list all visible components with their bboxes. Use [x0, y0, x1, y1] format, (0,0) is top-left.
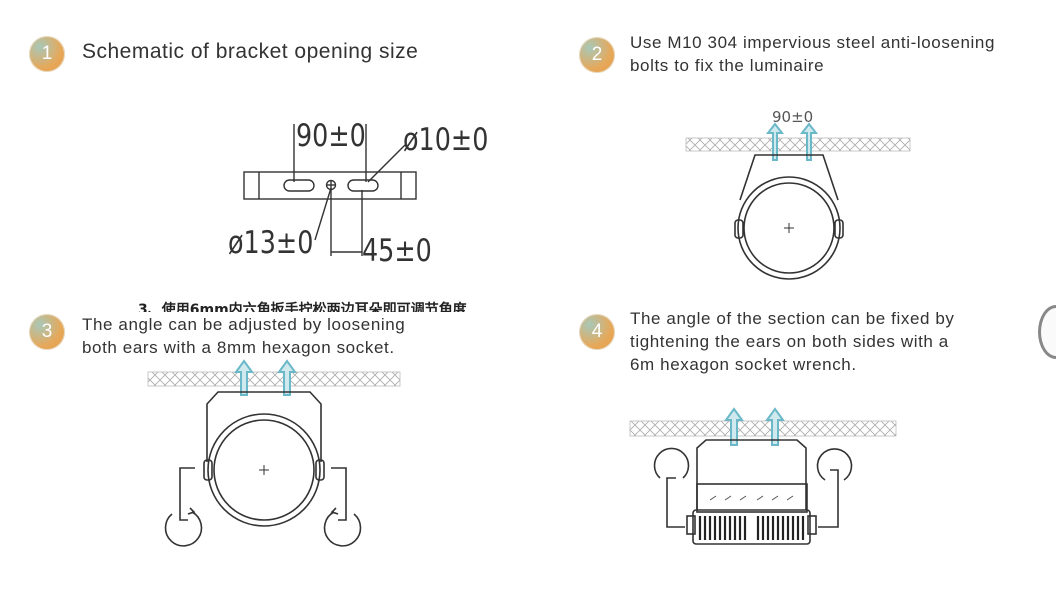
luminaire-body-3	[207, 413, 321, 527]
step-3-line-2: both ears with a 8mm hexagon socket.	[82, 338, 395, 357]
chinese-caption-fragment: 3、使用6mm内六角扳手拧松两边耳朵即可调节角度	[138, 302, 467, 312]
step-3-badge: 3	[29, 314, 65, 350]
step-2-text: Use M10 304 impervious steel anti-loosen…	[630, 31, 1040, 77]
step-4-line-1: The angle of the section can be fixed by	[630, 309, 955, 328]
bolt-arrow-4a	[724, 407, 744, 446]
bracket-slot-right	[347, 179, 379, 192]
ceiling-hatch-2	[685, 137, 911, 152]
bolt-arrow-3b	[277, 359, 297, 396]
step-1-title: Schematic of bracket opening size	[82, 40, 419, 63]
wrench-left-4	[666, 477, 685, 528]
dim-90-label-2: 90±0	[772, 108, 814, 126]
step-3-line-1: The angle can be adjusted by loosening	[82, 315, 406, 334]
step-3-text: The angle can be adjusted by loosening b…	[82, 313, 462, 359]
bolt-arrow-4b	[765, 407, 785, 446]
step-2-line-2: bolts to fix the luminaire	[630, 56, 825, 75]
step-4-text: The angle of the section can be fixed by…	[630, 307, 1000, 376]
step-2-line-1: Use M10 304 impervious steel anti-loosen…	[630, 33, 996, 52]
ceiling-hatch-4	[629, 420, 897, 437]
bolt-arrow-3a	[234, 359, 254, 396]
step-4-line-2: tightening the ears on both sides with a	[630, 332, 949, 351]
step-4-line-3: 6m hexagon socket wrench.	[630, 355, 857, 374]
step-1-badge: 1	[29, 36, 65, 72]
wrench-right-3	[331, 467, 347, 521]
luminaire-body-2	[737, 176, 841, 280]
bracket-bar	[243, 171, 417, 200]
dim-90-label: 90±0	[296, 118, 366, 154]
wrench-left-3	[179, 467, 195, 521]
step-4-badge: 4	[579, 314, 615, 350]
step-2-badge: 2	[579, 37, 615, 73]
dim-45-label: 45±0	[362, 233, 432, 269]
bracket-slot-left	[283, 179, 315, 192]
dim-d13-label: ø13±0	[228, 225, 314, 261]
ceiling-hatch-3	[147, 371, 401, 387]
luminaire-body-4	[696, 483, 808, 513]
dim-d10-label: ø10±0	[403, 122, 489, 158]
wrench-right-4	[818, 469, 839, 528]
